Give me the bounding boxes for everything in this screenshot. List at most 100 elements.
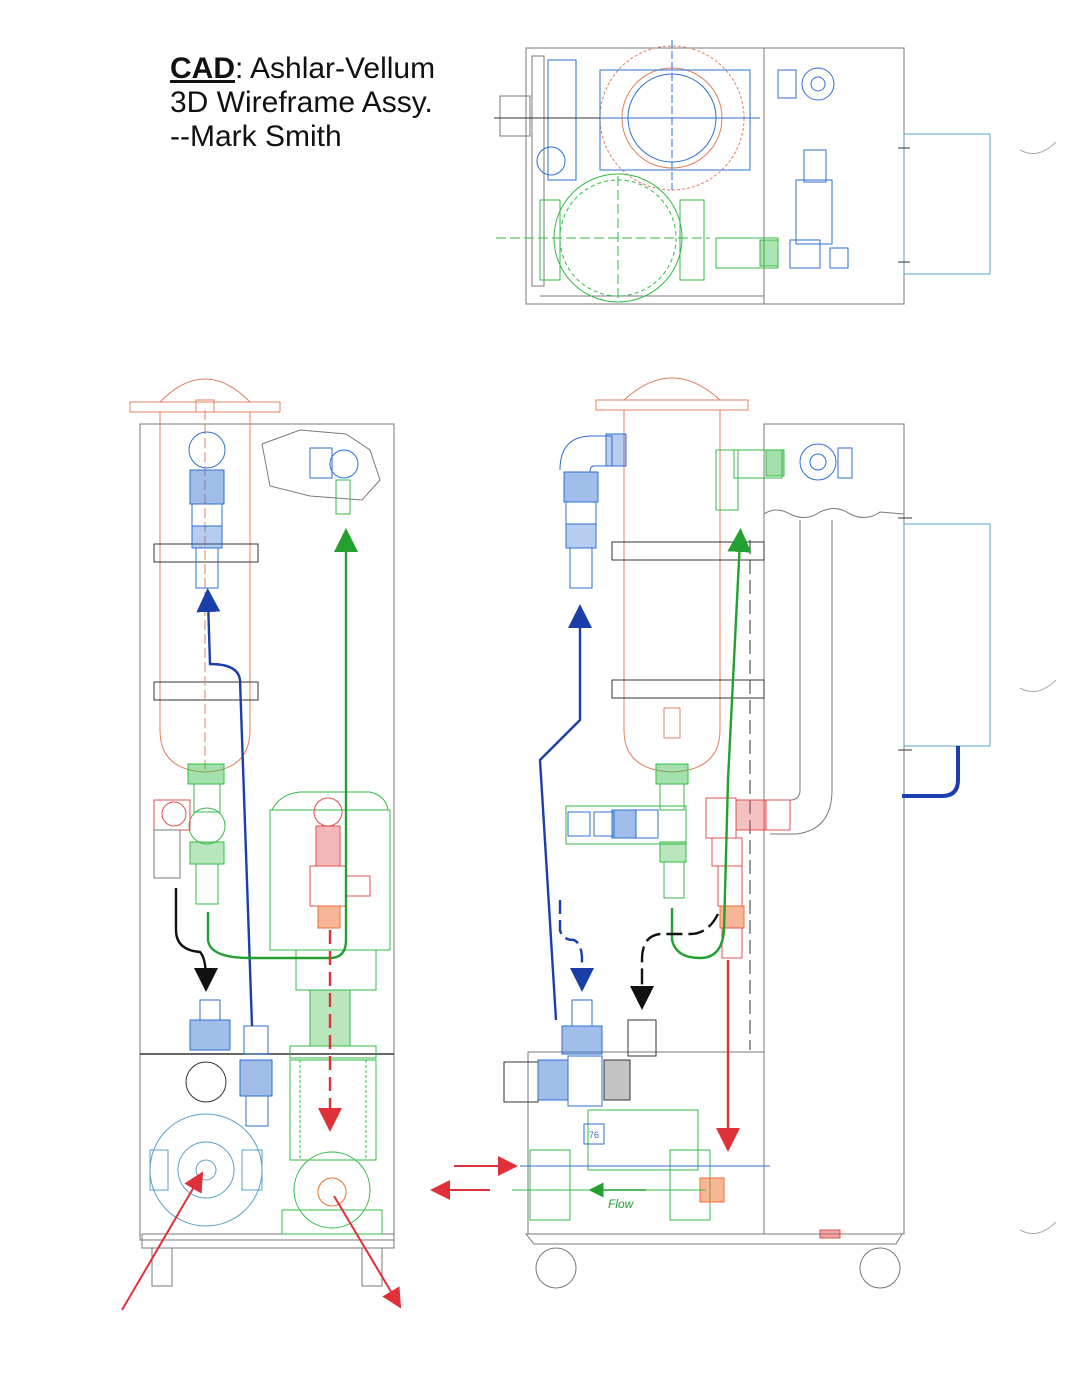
filter-outlet-coupler [191, 525, 223, 549]
side-valve-thread [735, 799, 767, 831]
union-topright-bore [810, 76, 826, 92]
binder-hole-middle [1019, 679, 1057, 693]
filter-outlet-union [188, 431, 226, 469]
front-caster-right [361, 1247, 383, 1287]
tank-red-fitting [315, 825, 341, 867]
tank-side-port [679, 199, 705, 281]
filter-lid-flange [129, 401, 281, 413]
side-outlet-thread [563, 471, 599, 503]
side-manifold-fitting-3 [635, 809, 659, 839]
filter-drain-tube [195, 863, 219, 905]
pump-foot-left [149, 1149, 169, 1191]
side-wave-break [763, 508, 905, 518]
top-view-side-rail [531, 55, 545, 287]
side-filter-clamp-upper [611, 541, 765, 561]
side-filter-drain-thread [655, 763, 689, 785]
side-pipe-elbow [770, 780, 833, 835]
side-outlet-elbow [559, 435, 613, 473]
side-base [524, 1233, 903, 1245]
side-pump-top-thread [561, 1025, 603, 1055]
side-view: 76 Flow [430, 377, 991, 1289]
side-caster-lock [819, 1229, 841, 1239]
tank-top-inner [559, 179, 677, 297]
union-topright [801, 67, 835, 101]
side-pump-volute [567, 1055, 603, 1107]
tank-cap-front [271, 791, 389, 811]
shelf-fitting-right-top [243, 1025, 269, 1055]
tank-lower-flange [289, 1045, 377, 1059]
filter-drain-nipple [193, 783, 221, 813]
side-gauge-riser [715, 449, 739, 511]
side-part-number: 76 [589, 1130, 599, 1140]
side-filter-drain-nipple [659, 783, 685, 811]
side-cabinet-frame [763, 423, 905, 1235]
side-gauge-thread [765, 449, 785, 477]
side-valve-body [705, 797, 737, 839]
caption-software: : Ashlar-Vellum [235, 52, 436, 85]
valve-block-top [789, 239, 821, 269]
side-filter-lid-flange [595, 399, 749, 411]
electrical-box-side [903, 523, 991, 747]
side-union [799, 443, 837, 481]
left-valve-stem [153, 829, 181, 879]
side-outlet-coupler [605, 433, 627, 467]
side-pump-coupling [603, 1059, 631, 1101]
filter-band-clamp-lower [153, 681, 259, 701]
side-outlet-nipple [565, 501, 597, 525]
motor-outlet [317, 1177, 347, 1207]
flow-arrow-blue-side-dashed [558, 900, 594, 992]
pump-port-top [536, 146, 566, 176]
filter-bracket-top [599, 69, 751, 171]
front-cabinet-frame [139, 423, 395, 1241]
tank-top-union [313, 797, 343, 827]
gauge-stem [335, 479, 351, 515]
fitting-green-thread-top [759, 239, 779, 267]
motor-flange [293, 1151, 371, 1229]
filter-drain-thread [187, 763, 225, 785]
side-red-tube [721, 927, 743, 959]
side-pump-top-fitting [571, 999, 593, 1027]
tank-valve-handle [345, 875, 371, 897]
tank-valve-body [309, 865, 347, 907]
pump-volute [149, 1113, 263, 1227]
pressure-regulator-cap [803, 149, 827, 183]
side-motor [587, 1109, 699, 1171]
side-valve-union [763, 799, 791, 831]
side-inlet-port [503, 1061, 539, 1103]
flow-arrow-blue-side [538, 604, 592, 1021]
pump-shaft [195, 1159, 217, 1181]
side-manifold-fitting-2 [593, 811, 615, 837]
electrical-box-top [903, 133, 991, 275]
top-view [494, 40, 991, 305]
flow-arrow-green-side [670, 528, 752, 960]
caption-line-3: --Mark Smith [170, 120, 342, 153]
filter-housing-body [159, 412, 251, 773]
side-manifold-tube [663, 861, 685, 899]
tank-side-bracket [539, 199, 561, 281]
flow-label: Flow [608, 1197, 635, 1211]
motor-housing [289, 1059, 377, 1161]
filter-drain-tee [188, 807, 226, 845]
pump-eye [177, 1141, 235, 1199]
side-valve-stem [717, 865, 743, 907]
flow-arrow-black-side [630, 913, 720, 1010]
front-caster-left [151, 1247, 173, 1287]
side-manifold-thread [611, 809, 637, 839]
side-manifold-fitting-1 [567, 811, 591, 837]
pump-body-top [547, 59, 577, 181]
regulator-outlet [829, 247, 849, 269]
filter-drain-coupler [189, 841, 225, 865]
caption-cad: CAD [170, 52, 235, 85]
side-caster-left [535, 1247, 577, 1289]
shelf-fitting-left [189, 1019, 231, 1051]
shelf-fitting-left-top [199, 999, 221, 1021]
side-manifold-coupler [659, 841, 687, 863]
side-pump-flange-left [529, 1149, 571, 1221]
side-filter-clamp-lower [611, 679, 765, 699]
inlet-arrow-front [121, 1171, 204, 1311]
outlet-arrow-front [333, 1195, 402, 1309]
power-cord [902, 746, 960, 798]
side-union-bore [809, 453, 827, 471]
tank-orange-fitting [317, 905, 341, 929]
